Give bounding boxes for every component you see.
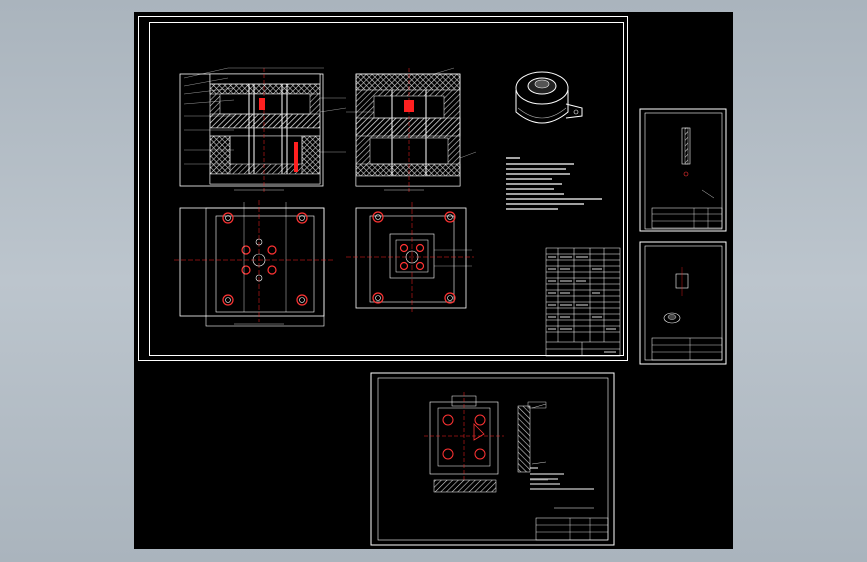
technical-notes xyxy=(506,157,602,210)
main-sheet-border xyxy=(149,22,624,356)
plan-view-fixed xyxy=(346,202,474,312)
part-sheet-2 xyxy=(639,241,727,365)
bom-text-fill xyxy=(548,256,616,353)
part-sheet-1 xyxy=(639,108,727,232)
drawing-canvas[interactable] xyxy=(134,12,733,549)
core-drawing xyxy=(370,372,615,546)
bill-of-materials xyxy=(545,247,621,357)
isometric-part-icon xyxy=(515,71,583,124)
main-assembly-sheet xyxy=(138,16,628,361)
section-view-left xyxy=(179,67,347,192)
section-view-right xyxy=(346,67,477,192)
main-drawing-svg xyxy=(174,67,727,546)
plan-view-moving xyxy=(174,200,334,327)
